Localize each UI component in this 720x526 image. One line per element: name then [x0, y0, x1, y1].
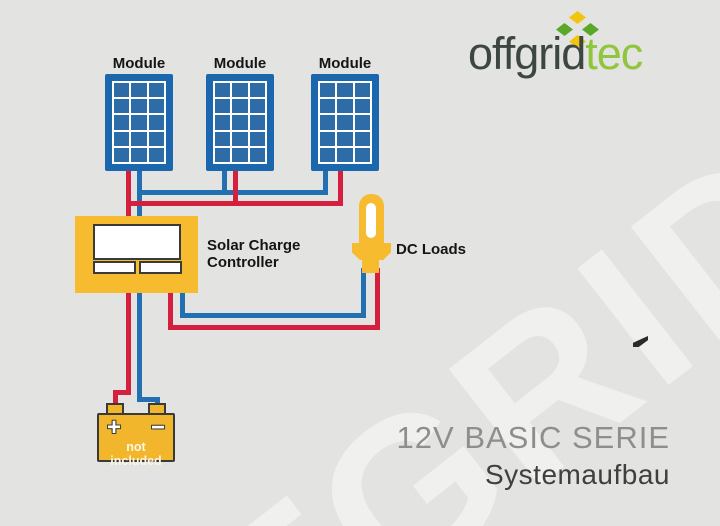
solar-module-2 [206, 74, 274, 171]
solar-cell [131, 131, 147, 146]
cursor-mark [633, 336, 648, 347]
battery-note: not included [110, 440, 162, 468]
solar-cell [131, 99, 147, 114]
solar-cell [232, 147, 248, 162]
solar-cell [215, 83, 231, 98]
solar-cell [354, 83, 370, 98]
solar-cell [148, 131, 164, 146]
solar-cell [148, 115, 164, 130]
plus-symbol: + [107, 414, 122, 441]
minus-symbol: − [151, 414, 166, 441]
wire-blue-load-run [180, 313, 366, 318]
controller-display [93, 224, 181, 260]
wire-blue-module3-down [323, 170, 328, 195]
solar-module-1 [105, 74, 173, 171]
solar-cell [320, 83, 336, 98]
solar-cell [337, 83, 353, 98]
solar-cell [337, 147, 353, 162]
solar-cell [131, 147, 147, 162]
dc-plug-stem [362, 257, 379, 273]
wire-red-load-run [168, 325, 380, 330]
solar-cell [320, 131, 336, 146]
wire-blue-battery-jog [137, 397, 160, 402]
controller-button-left [93, 261, 136, 274]
module-1-label: Module [112, 55, 166, 72]
solar-cell [148, 147, 164, 162]
solar-cell [232, 115, 248, 130]
solar-cell [354, 131, 370, 146]
solar-cell [215, 147, 231, 162]
wire-red-load-down [168, 290, 173, 330]
solar-cell [354, 99, 370, 114]
logo-diamond-right-icon [582, 23, 599, 36]
wire-red-module3-down [338, 170, 343, 206]
wire-red-module1-down [126, 166, 131, 222]
solar-cell [232, 83, 248, 98]
solar-cell [215, 131, 231, 146]
solar-cell [114, 131, 130, 146]
wire-blue-bus [137, 190, 328, 195]
logo-word-dark: offgrid [468, 28, 586, 79]
solar-cell [232, 99, 248, 114]
module-3-label: Module [318, 55, 372, 72]
wire-red-battery-jog [113, 390, 131, 395]
solar-cell [114, 147, 130, 162]
wire-blue-load-up [361, 268, 366, 318]
wire-red-load-up [375, 268, 380, 330]
dc-loads-label: DC Loads [396, 241, 467, 258]
wire-blue-battery-down [137, 290, 142, 402]
series-subtitle: Systemaufbau [485, 459, 670, 490]
solar-cell [320, 99, 336, 114]
solar-cell [249, 99, 265, 114]
solar-cell [320, 115, 336, 130]
solar-cell [249, 131, 265, 146]
solar-cell [131, 115, 147, 130]
logo-word-accent: tec [585, 28, 643, 79]
wire-red-battery-down [126, 290, 131, 395]
solar-cell [337, 131, 353, 146]
wire-red-battery-terminal [113, 390, 118, 415]
wire-red-module2-down [233, 170, 238, 206]
controller-label-line1: Solar Charge [207, 237, 301, 254]
dc-plug-slot [366, 203, 376, 238]
solar-module-3 [311, 74, 379, 171]
solar-cell [131, 83, 147, 98]
wire-blue-load-down [180, 290, 185, 318]
solar-cell [215, 115, 231, 130]
solar-cell [249, 83, 265, 98]
solar-cell [249, 115, 265, 130]
controller-button-right [139, 261, 182, 274]
logo-diamond-left-icon [556, 23, 573, 36]
solar-cell [148, 99, 164, 114]
solar-cell [148, 83, 164, 98]
controller-label: Solar Charge Controller [207, 237, 300, 271]
module-2-label: Module [213, 55, 267, 72]
dc-plug-flare [352, 243, 391, 260]
solar-cell [354, 115, 370, 130]
battery: + − not included [97, 413, 175, 468]
solar-cell [232, 131, 248, 146]
module-cell-grid [318, 81, 372, 164]
controller-label-line2: Controller [207, 254, 279, 271]
series-title: 12V BASIC SERIE [396, 420, 670, 455]
solar-cell [354, 147, 370, 162]
solar-cell [114, 83, 130, 98]
module-cell-grid [213, 81, 267, 164]
solar-cell [114, 115, 130, 130]
logo-diamond-bottom-icon [569, 35, 586, 48]
brand-logo: offgridtec [468, 28, 643, 80]
solar-cell [320, 147, 336, 162]
solar-cell [249, 147, 265, 162]
solar-charge-controller [75, 216, 198, 293]
wire-blue-module2-down [222, 170, 227, 195]
solar-cell [215, 99, 231, 114]
module-cell-grid [112, 81, 166, 164]
solar-cell [114, 99, 130, 114]
logo-diamond-top-icon [569, 11, 586, 24]
solar-cell [337, 115, 353, 130]
solar-cell [337, 99, 353, 114]
